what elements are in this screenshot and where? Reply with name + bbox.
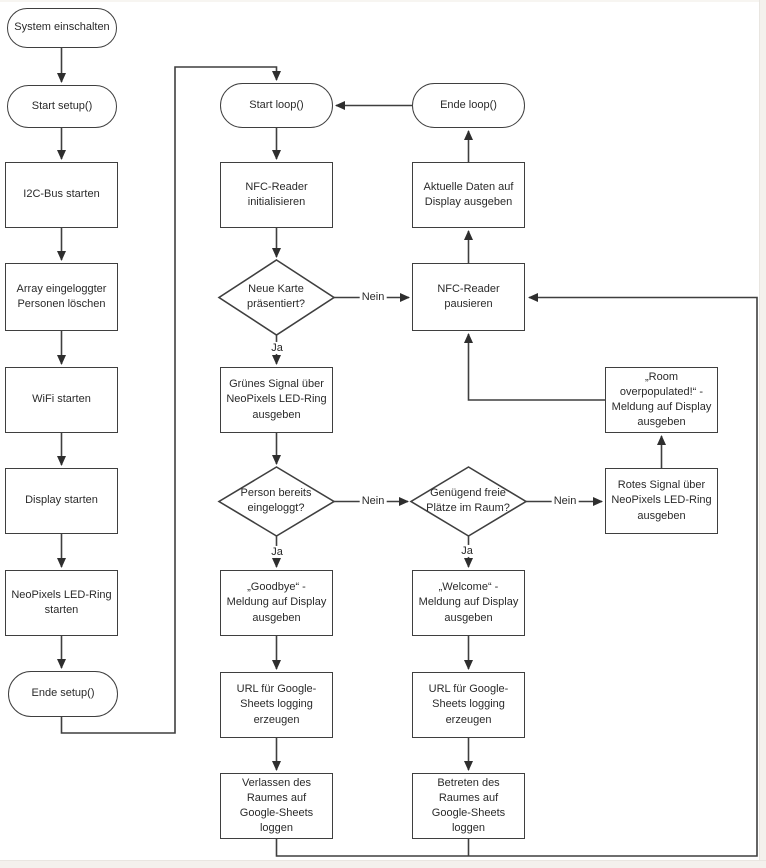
edge-label-ja-neue-karte: Ja bbox=[269, 341, 285, 355]
edge-verlassen-pausieren-loop bbox=[275, 293, 758, 857]
node-room-overpopulated: „Room overpopulated!“ - Meldung auf Disp… bbox=[605, 367, 718, 433]
node-verlassen-loggen: Verlassen des Raumes auf Google-Sheets l… bbox=[220, 773, 333, 839]
node-nfc-reader-init: NFC-Reader initialisieren bbox=[220, 162, 333, 228]
node-url-google-sheets-2: URL für Google-Sheets logging erzeugen bbox=[412, 672, 525, 738]
node-betreten-loggen: Betreten des Raumes auf Google-Sheets lo… bbox=[412, 773, 525, 839]
node-wifi-starten: WiFi starten bbox=[5, 367, 118, 433]
node-rotes-signal: Rotes Signal über NeoPixels LED-Ring aus… bbox=[605, 468, 718, 534]
edge-label-ja-person: Ja bbox=[269, 545, 285, 559]
node-goodbye-meldung: „Goodbye“ - Meldung auf Display ausgeben bbox=[220, 570, 333, 636]
edge-label-nein-genuegend: Nein bbox=[551, 494, 579, 508]
node-url-google-sheets-1: URL für Google-Sheets logging erzeugen bbox=[220, 672, 333, 738]
decision-genuegend-plaetze: Genügend freie Plätze im Raum? bbox=[426, 487, 510, 514]
decision-person-eingeloggt: Person bereits eingeloggt? bbox=[240, 487, 312, 514]
node-aktuelle-daten: Aktuelle Daten auf Display ausgeben bbox=[412, 162, 525, 228]
decision-neue-karte: Neue Karte präsentiert? bbox=[246, 283, 306, 310]
decision-genuegend-plaetze-shape bbox=[409, 466, 528, 537]
edge-label-ja-genuegend: Ja bbox=[459, 544, 475, 558]
page-edge-bottom bbox=[0, 860, 766, 868]
node-start-loop: Start loop() bbox=[220, 83, 333, 128]
node-display-starten: Display starten bbox=[5, 468, 118, 534]
node-array-loeschen: Array eingeloggter Personen löschen bbox=[5, 263, 118, 331]
node-start-setup: Start setup() bbox=[7, 85, 117, 128]
page-edge-right bbox=[759, 0, 766, 868]
node-neopixels-starten: NeoPixels LED-Ring starten bbox=[5, 570, 118, 636]
decision-neue-karte-shape bbox=[217, 259, 336, 336]
node-system-einschalten: System einschalten bbox=[7, 8, 117, 48]
decision-person-eingeloggt-shape bbox=[217, 466, 336, 537]
node-i2c-bus-starten: I2C-Bus starten bbox=[5, 162, 118, 228]
node-nfc-pausieren: NFC-Reader pausieren bbox=[412, 263, 525, 331]
node-ende-setup: Ende setup() bbox=[8, 671, 118, 717]
page-edge-top bbox=[0, 0, 766, 2]
edge-label-nein-person: Nein bbox=[359, 494, 387, 508]
node-gruenes-signal: Grünes Signal über NeoPixels LED-Ring au… bbox=[220, 367, 333, 433]
edge-endesetup-startloop bbox=[60, 66, 281, 734]
node-welcome-meldung: „Welcome“ - Meldung auf Display ausgeben bbox=[412, 570, 525, 636]
node-ende-loop: Ende loop() bbox=[412, 83, 525, 128]
edge-room-pausieren bbox=[464, 333, 605, 401]
edge-label-nein-neue-karte: Nein bbox=[359, 290, 387, 304]
